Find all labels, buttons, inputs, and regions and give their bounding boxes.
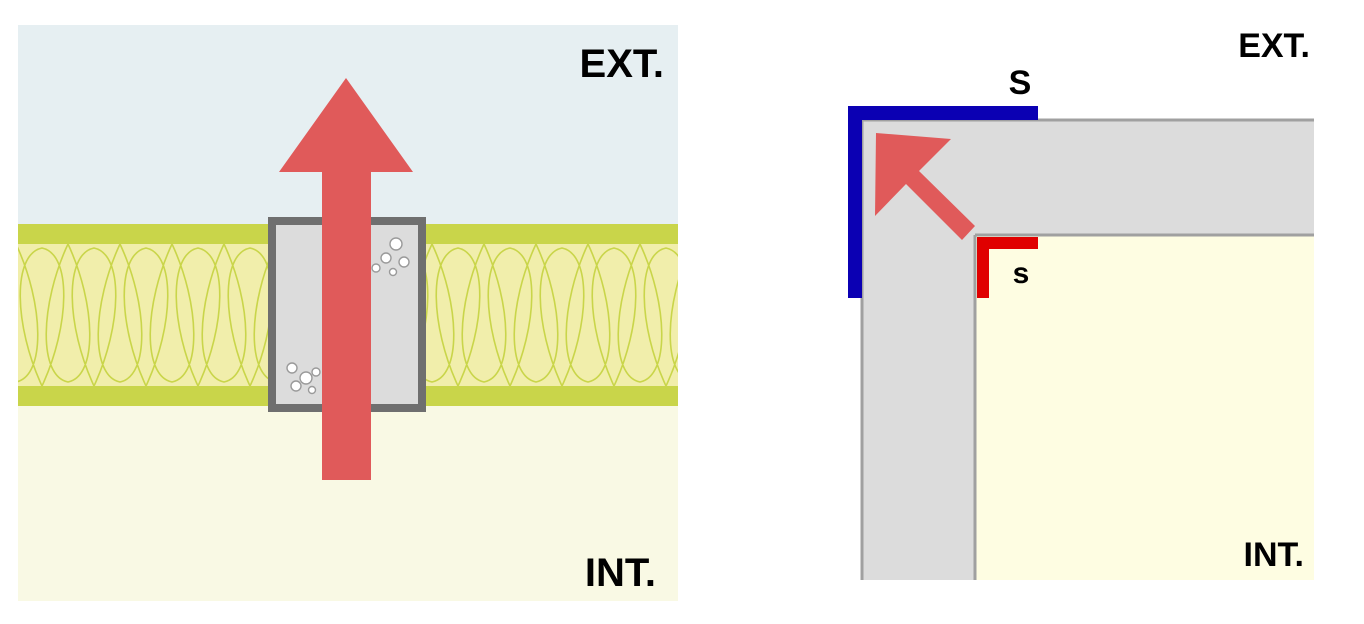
outer-surface-line [848,106,1038,298]
left-interior-label: INT. [585,551,656,595]
stud-texture-top [371,237,410,277]
inner-surface-line [977,237,1038,298]
outer-surface-label: S [1009,64,1032,102]
inner-surface-label: s [1013,257,1030,290]
left-panel [18,25,678,601]
right-panel [848,106,1314,580]
left-exterior-label: EXT. [580,42,664,86]
stud-texture-bottom [286,362,321,395]
heat-flow-arrow [279,78,413,480]
right-interior-label: INT. [1244,536,1304,574]
right-exterior-label: EXT. [1238,27,1310,65]
corner-heat-flow-arrow [875,133,975,240]
room-interior [975,235,1314,580]
